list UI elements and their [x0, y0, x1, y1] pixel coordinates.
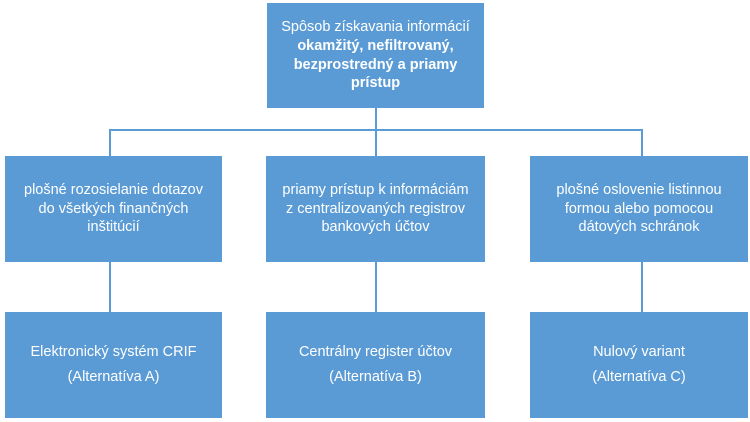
method-3-line-1: plošné oslovenie listinnou: [556, 181, 722, 198]
method-3-line-3: dátových schránok: [578, 219, 700, 236]
alternative-a-label: (Alternatíva A): [67, 369, 160, 385]
root-node: Spôsob získavania informácií okamžitý, n…: [267, 3, 484, 108]
method-1-line-1: plošné rozosielanie dotazov: [24, 181, 203, 198]
method-node-3: plošné oslovenie listinnou formou alebo …: [530, 156, 748, 262]
connector-to-method-2: [375, 129, 377, 156]
alternative-node-b: Centrálny register účtov (Alternatíva B): [266, 312, 485, 418]
alternative-c-name: Nulový variant: [593, 344, 685, 361]
connector-to-method-3: [641, 129, 643, 156]
method-1-line-3: inštitúcií: [87, 219, 140, 236]
method-2-line-3: bankových účtov: [321, 219, 430, 236]
method-node-1: plošné rozosielanie dotazov do všetkých …: [5, 156, 222, 262]
root-subtitle-line-2: bezprostredný a priamy: [293, 56, 458, 73]
alternative-a-name: Elektronický systém CRIF: [30, 344, 197, 361]
root-subtitle-line-1: okamžitý, nefiltrovaný,: [297, 37, 454, 54]
connector-method-1-to-alt-a: [109, 262, 111, 312]
alternative-b-label: (Alternatíva B): [329, 369, 422, 385]
method-3-line-2: formou alebo pomocou: [564, 200, 714, 217]
root-subtitle-line-3: prístup: [350, 75, 401, 92]
connector-method-2-to-alt-b: [375, 262, 377, 312]
root-title: Spôsob získavania informácií: [281, 18, 470, 35]
alternative-c-label: (Alternatíva C): [592, 369, 686, 385]
method-2-line-2: z centralizovaných registrov: [286, 200, 465, 217]
alternative-node-a: Elektronický systém CRIF (Alternatíva A): [5, 312, 222, 418]
method-1-line-2: do všetkých finančných: [38, 200, 189, 217]
method-2-line-1: priamy prístup k informáciám: [282, 181, 469, 198]
connector-to-method-1: [109, 129, 111, 156]
method-node-2: priamy prístup k informáciám z centraliz…: [266, 156, 485, 262]
alternative-b-name: Centrálny register účtov: [298, 344, 453, 361]
connector-method-3-to-alt-c: [641, 262, 643, 312]
connector-root-down: [375, 108, 377, 130]
alternative-node-c: Nulový variant (Alternatíva C): [530, 312, 748, 418]
